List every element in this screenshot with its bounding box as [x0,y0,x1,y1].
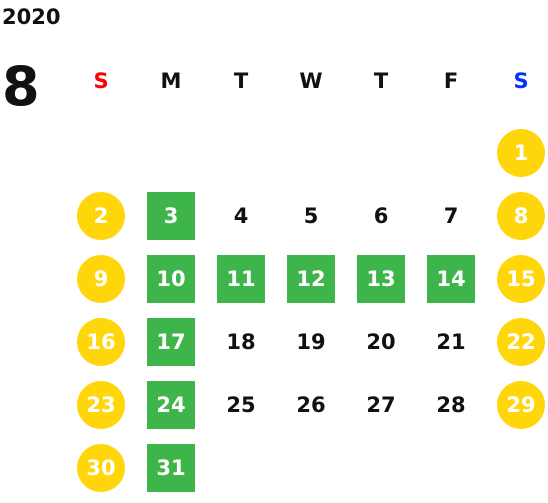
day-number: 18 [226,330,256,354]
day-cell: 28 [426,380,476,430]
day-number: 15 [497,255,545,303]
day-cell: 11 [216,254,266,304]
day-cell: 29 [496,380,546,430]
day-number: 16 [77,318,125,366]
day-number: 30 [77,444,125,492]
weekday-4: T [373,69,389,93]
day-number: 19 [296,330,326,354]
day-cell: 22 [496,317,546,367]
day-cell: 18 [216,317,266,367]
day-number: 22 [497,318,545,366]
day-cell: 17 [146,317,196,367]
day-cell: 12 [286,254,336,304]
day-cell: 31 [146,443,196,493]
day-cell: 14 [426,254,476,304]
day-cell: 21 [426,317,476,367]
day-cell: 25 [216,380,266,430]
day-number: 17 [147,318,195,366]
day-number: 26 [296,393,326,417]
day-cell: 6 [356,191,406,241]
day-number: 21 [436,330,466,354]
day-number: 20 [366,330,396,354]
month-number: 8 [2,55,40,118]
day-number: 25 [226,393,256,417]
weekday-3: W [299,69,323,93]
day-number: 31 [147,444,195,492]
day-cell: 26 [286,380,336,430]
week-row: 23 24 25 26 27 28 29 [66,380,548,430]
weekday-6: S [513,69,529,93]
weekday-1: M [160,69,182,93]
day-cell: 30 [76,443,126,493]
weekday-0: S [93,69,109,93]
day-number: 12 [287,255,335,303]
day-number: 14 [427,255,475,303]
day-number: 1 [497,129,545,177]
day-cell: 3 [146,191,196,241]
day-number: 2 [77,192,125,240]
day-number: 24 [147,381,195,429]
day-cell: 15 [496,254,546,304]
day-cell: 7 [426,191,476,241]
day-number: 3 [147,192,195,240]
day-number: 9 [77,255,125,303]
day-number: 11 [217,255,265,303]
week-row: 1 [66,128,548,178]
day-cell: 16 [76,317,126,367]
day-number: 23 [77,381,125,429]
day-number: 28 [436,393,466,417]
day-number: 4 [233,204,249,228]
day-number: 7 [443,204,459,228]
day-cell: 23 [76,380,126,430]
day-number: 6 [373,204,389,228]
week-row: 16 17 18 19 20 21 22 [66,317,548,367]
day-cell: 27 [356,380,406,430]
day-cell: 13 [356,254,406,304]
day-cell: 24 [146,380,196,430]
day-number: 13 [357,255,405,303]
week-row: 30 31 [66,443,548,493]
day-number: 27 [366,393,396,417]
day-cell: 8 [496,191,546,241]
day-cell: 1 [496,128,546,178]
day-number: 8 [497,192,545,240]
day-cell: 19 [286,317,336,367]
weekday-2: T [233,69,249,93]
day-cell: 5 [286,191,336,241]
day-cell: 10 [146,254,196,304]
day-number: 29 [497,381,545,429]
day-cell: 20 [356,317,406,367]
day-number: 10 [147,255,195,303]
year-label: 2020 [2,5,61,29]
day-number: 5 [303,204,319,228]
week-row: 9 10 11 12 13 14 15 [66,254,548,304]
day-cell: 4 [216,191,266,241]
weekday-5: F [443,69,459,93]
day-cell: 9 [76,254,126,304]
day-cell: 2 [76,191,126,241]
